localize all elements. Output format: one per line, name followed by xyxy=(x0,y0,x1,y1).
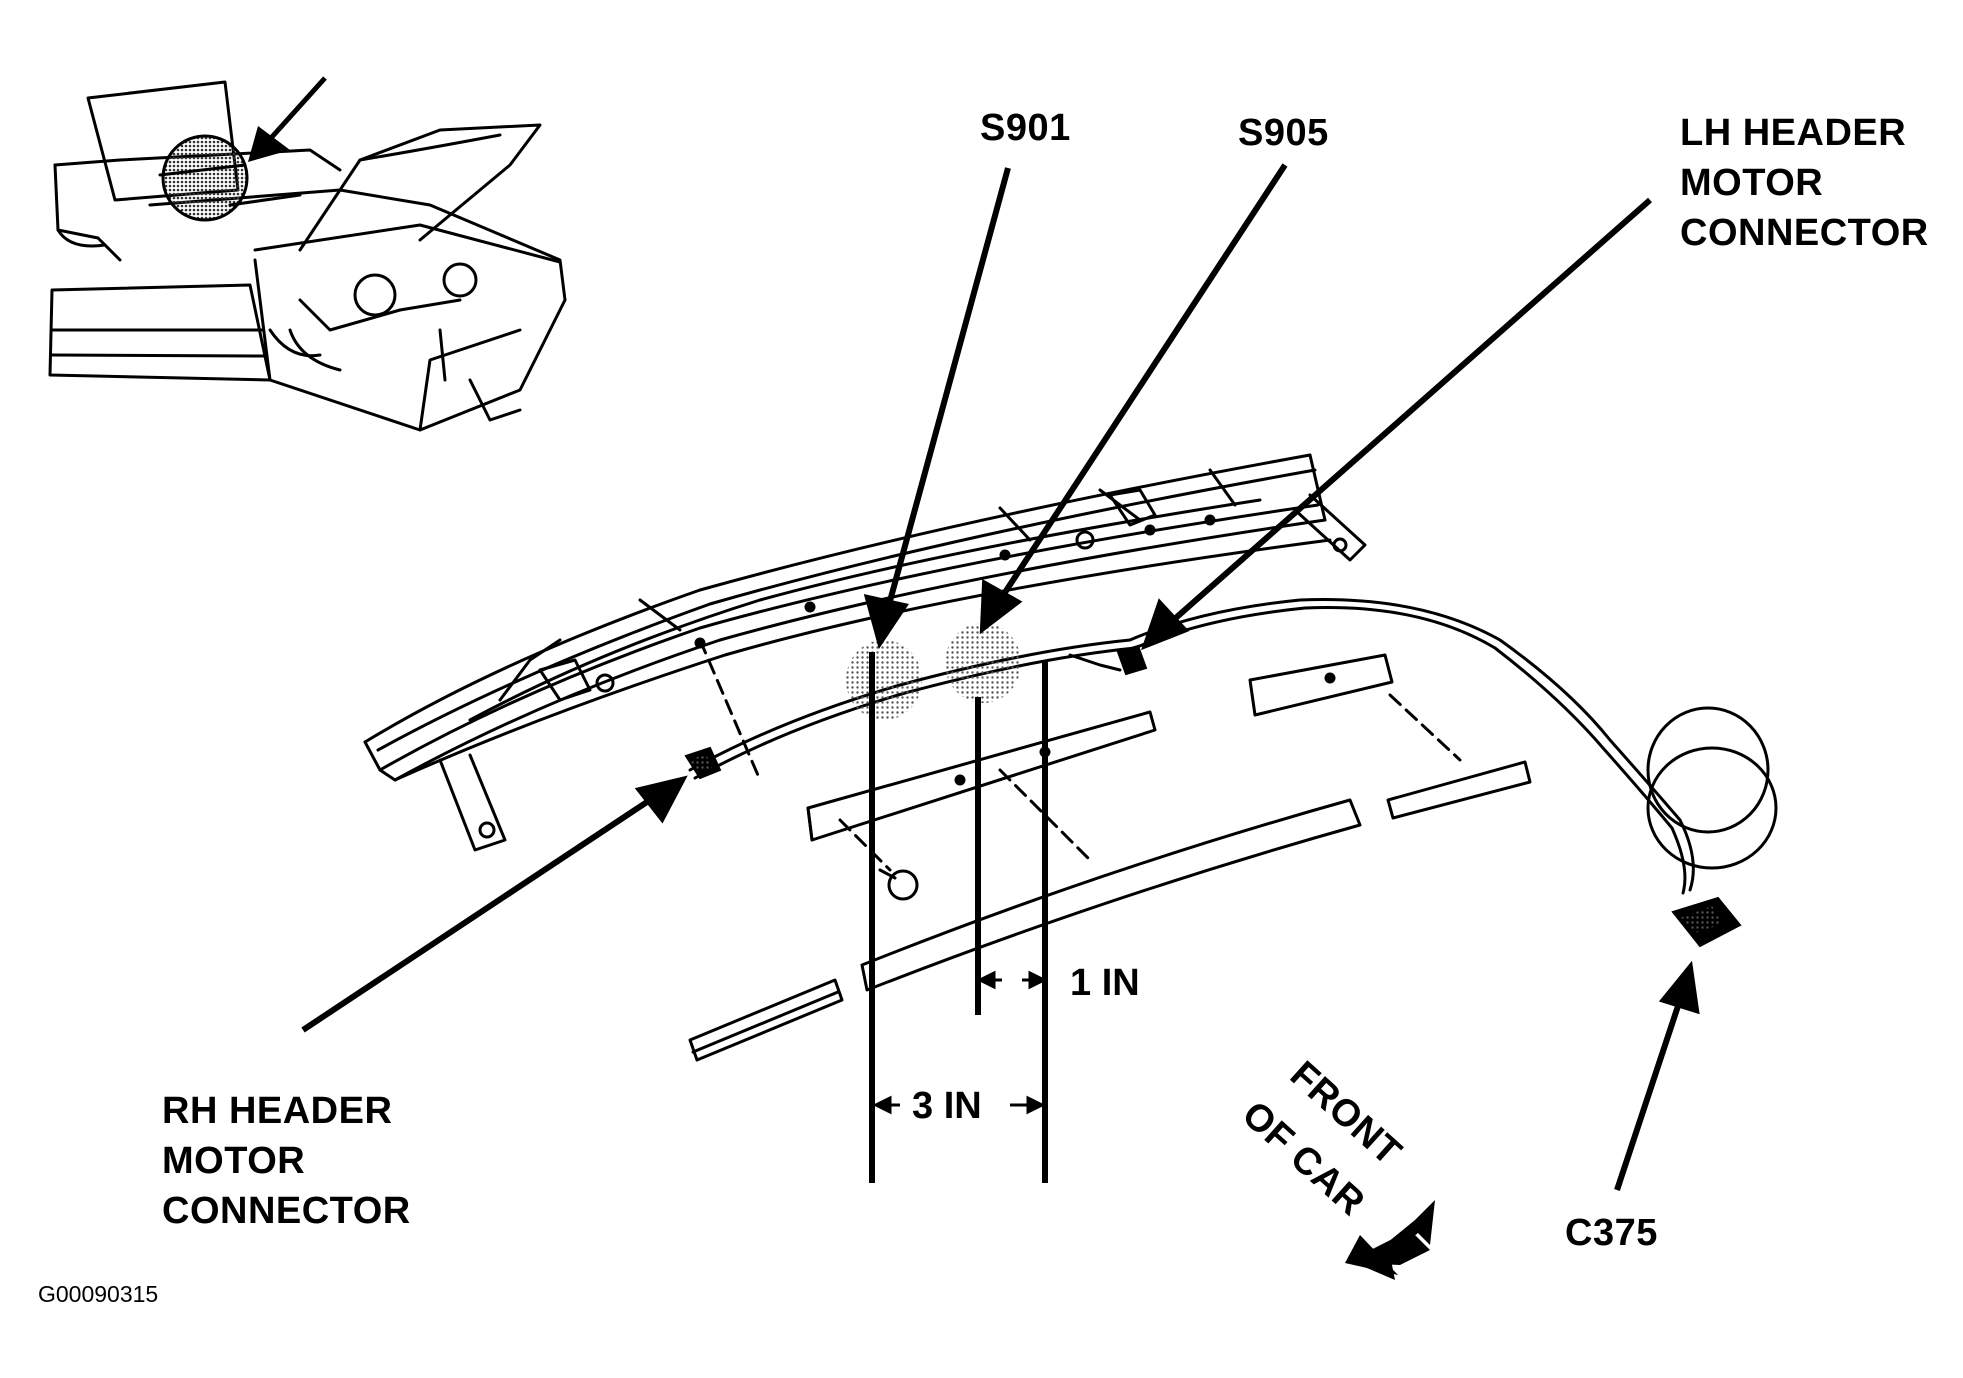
label-rh-line-1: RH HEADER xyxy=(162,1090,392,1132)
front-of-car-arrow xyxy=(1345,1200,1435,1280)
callout-leaders xyxy=(301,163,1700,1191)
car-locator-thumbnail xyxy=(48,80,567,432)
label-lh-line-1: LH HEADER xyxy=(1680,112,1906,154)
rh-header-motor-connector-body xyxy=(684,746,722,780)
figure-code: G00090315 xyxy=(38,1281,158,1307)
label-s905: S905 xyxy=(1238,112,1329,154)
locator-arrow xyxy=(248,76,327,162)
label-rh-header-motor-connector: RH HEADER MOTOR CONNECTOR xyxy=(162,1090,411,1232)
header-panel xyxy=(363,453,1367,852)
label-rh-line-2: MOTOR xyxy=(162,1140,305,1182)
dimension-arrows xyxy=(872,970,1048,1115)
label-c375: C375 xyxy=(1565,1212,1658,1254)
label-s901: S901 xyxy=(980,107,1071,149)
moulding-parts xyxy=(688,638,1532,1062)
dimension-label-3-in: 3 IN xyxy=(912,1085,982,1127)
label-front-of-car: FRONT OF CAR xyxy=(1234,1053,1409,1224)
label-rh-line-3: CONNECTOR xyxy=(162,1190,411,1232)
label-lh-line-2: MOTOR xyxy=(1680,162,1823,204)
c375-connector-body xyxy=(1671,896,1742,948)
wiring-harness xyxy=(688,598,1778,895)
dimension-lines xyxy=(869,652,1048,1183)
label-lh-line-3: CONNECTOR xyxy=(1680,212,1929,254)
label-lh-header-motor-connector: LH HEADER MOTOR CONNECTOR xyxy=(1680,112,1929,254)
splice-s905-spot xyxy=(945,623,1021,703)
lh-header-motor-connector-body xyxy=(1116,644,1148,676)
dimension-label-1-in: 1 IN xyxy=(1070,962,1140,1004)
splice-s901-spot xyxy=(846,640,922,720)
